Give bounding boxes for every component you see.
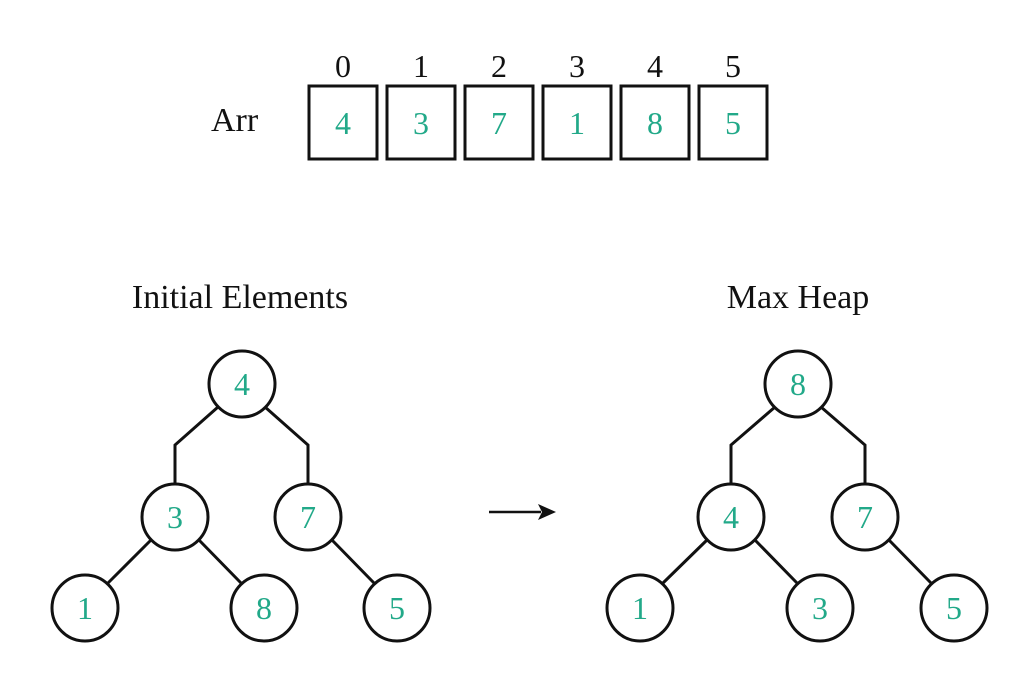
array-indices: 0 1 2 3 4 5	[335, 48, 741, 84]
array-cell	[463, 84, 535, 161]
tree-edge	[196, 537, 243, 585]
right-arrow-icon	[489, 504, 556, 520]
tree-node	[830, 482, 900, 552]
tree-edge	[329, 537, 376, 585]
array-index: 1	[413, 48, 429, 84]
tree-node-value: 3	[812, 590, 828, 626]
array-index: 4	[647, 48, 663, 84]
array-index: 2	[491, 48, 507, 84]
tree-node	[696, 482, 766, 552]
tree-node	[273, 482, 343, 552]
array-value: 8	[647, 105, 663, 141]
tree-edge	[106, 537, 154, 585]
array-cell	[541, 84, 613, 161]
tree-node-value: 4	[234, 366, 250, 402]
tree-node-value: 7	[857, 499, 873, 535]
array-cell	[697, 84, 769, 161]
tree-node-value: 8	[790, 366, 806, 402]
array-index: 0	[335, 48, 351, 84]
tree-edge	[820, 405, 867, 490]
array-cell	[619, 84, 691, 161]
tree-node-value: 8	[256, 590, 272, 626]
array-label: Arr	[211, 102, 259, 139]
tree-node	[605, 573, 675, 643]
array-value: 1	[569, 105, 585, 141]
tree-node	[50, 573, 120, 643]
tree-edge	[886, 537, 933, 585]
initial-tree-title: Initial Elements	[132, 279, 348, 316]
tree-node	[140, 482, 210, 552]
array-value: 5	[725, 105, 741, 141]
array-cells: 4 3 7 1 8 5	[307, 84, 769, 161]
tree-node-value: 3	[167, 499, 183, 535]
array-index: 3	[569, 48, 585, 84]
tree-edge	[264, 405, 310, 490]
max-heap-tree: Max Heap 8 4 7 1 3 5	[605, 279, 989, 643]
tree-node-value: 1	[632, 590, 648, 626]
tree-node	[362, 573, 432, 643]
tree-node	[919, 573, 989, 643]
tree-node-value: 4	[723, 499, 739, 535]
tree-edge	[661, 537, 710, 585]
array-value: 3	[413, 105, 429, 141]
tree-edge	[752, 537, 799, 585]
initial-tree: Initial Elements 4 3 7 1 8 5	[50, 279, 432, 643]
tree-node	[763, 349, 833, 419]
tree-node	[229, 573, 299, 643]
array-value: 4	[335, 105, 351, 141]
tree-node	[785, 573, 855, 643]
array-index: 5	[725, 48, 741, 84]
array-value: 7	[491, 105, 507, 141]
array-cell	[385, 84, 457, 161]
tree-edge	[729, 405, 776, 490]
tree-node	[207, 349, 277, 419]
tree-node-value: 1	[77, 590, 93, 626]
array-cell	[307, 84, 379, 161]
tree-edge	[173, 405, 219, 490]
tree-node-value: 5	[389, 590, 405, 626]
tree-node-value: 7	[300, 499, 316, 535]
max-heap-tree-title: Max Heap	[727, 279, 870, 316]
tree-node-value: 5	[946, 590, 962, 626]
